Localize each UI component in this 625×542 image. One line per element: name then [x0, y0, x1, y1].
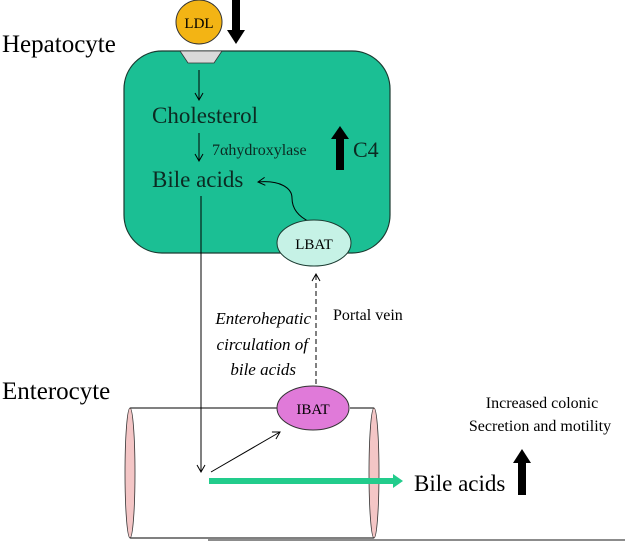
circulation-label: Enterohepatic circulation of bile acids: [214, 309, 311, 379]
circulation-line-2: circulation of: [217, 335, 311, 354]
lbat-label: LBAT: [295, 237, 333, 253]
effect-line-2: Secretion and motility: [469, 418, 611, 435]
colon-bile-acids-label: Bile acids: [414, 471, 505, 496]
lumen-left-end: [124, 407, 136, 539]
intestine-tube: [124, 407, 625, 541]
enterocyte-label: Enterocyte: [2, 378, 110, 405]
ldl-label: LDL: [184, 16, 213, 32]
reabsorption-arrow: [210, 431, 281, 473]
effect-line-1: Increased colonic: [486, 395, 598, 412]
lumen-right-end: [368, 407, 380, 539]
enzyme-label: 7αhydroxylase: [212, 142, 307, 159]
colonic-flow-arrow: [209, 474, 403, 488]
c4-label: C4: [353, 137, 379, 162]
ldl-particle: LDL: [175, 0, 223, 45]
ibat-label: IBAT: [296, 402, 329, 418]
ibat-ellipse: [276, 385, 350, 431]
ldl-decrease-arrow-icon: [227, 0, 245, 44]
ibat-transporter: IBAT: [276, 385, 350, 431]
ldl-receptor: [179, 50, 223, 64]
hepatocyte-cell: [123, 50, 391, 254]
circulation-line-1: Enterohepatic: [214, 309, 311, 328]
lbat-transporter: LBAT: [276, 219, 352, 267]
cholesterol-label: Cholesterol: [152, 103, 258, 128]
ldl-circle: [175, 0, 223, 45]
portal-vein-label: Portal vein: [333, 307, 403, 324]
hepatocyte-bile-acids-label: Bile acids: [152, 167, 243, 192]
lbat-return-arrow: [256, 176, 311, 223]
circulation-line-3: bile acids: [230, 360, 296, 379]
c4-increase-arrow-icon: [331, 126, 349, 170]
hepatocyte-label: Hepatocyte: [2, 31, 116, 58]
bile-acids-increase-arrow-icon: [513, 449, 531, 495]
lbat-ellipse: [276, 219, 352, 267]
